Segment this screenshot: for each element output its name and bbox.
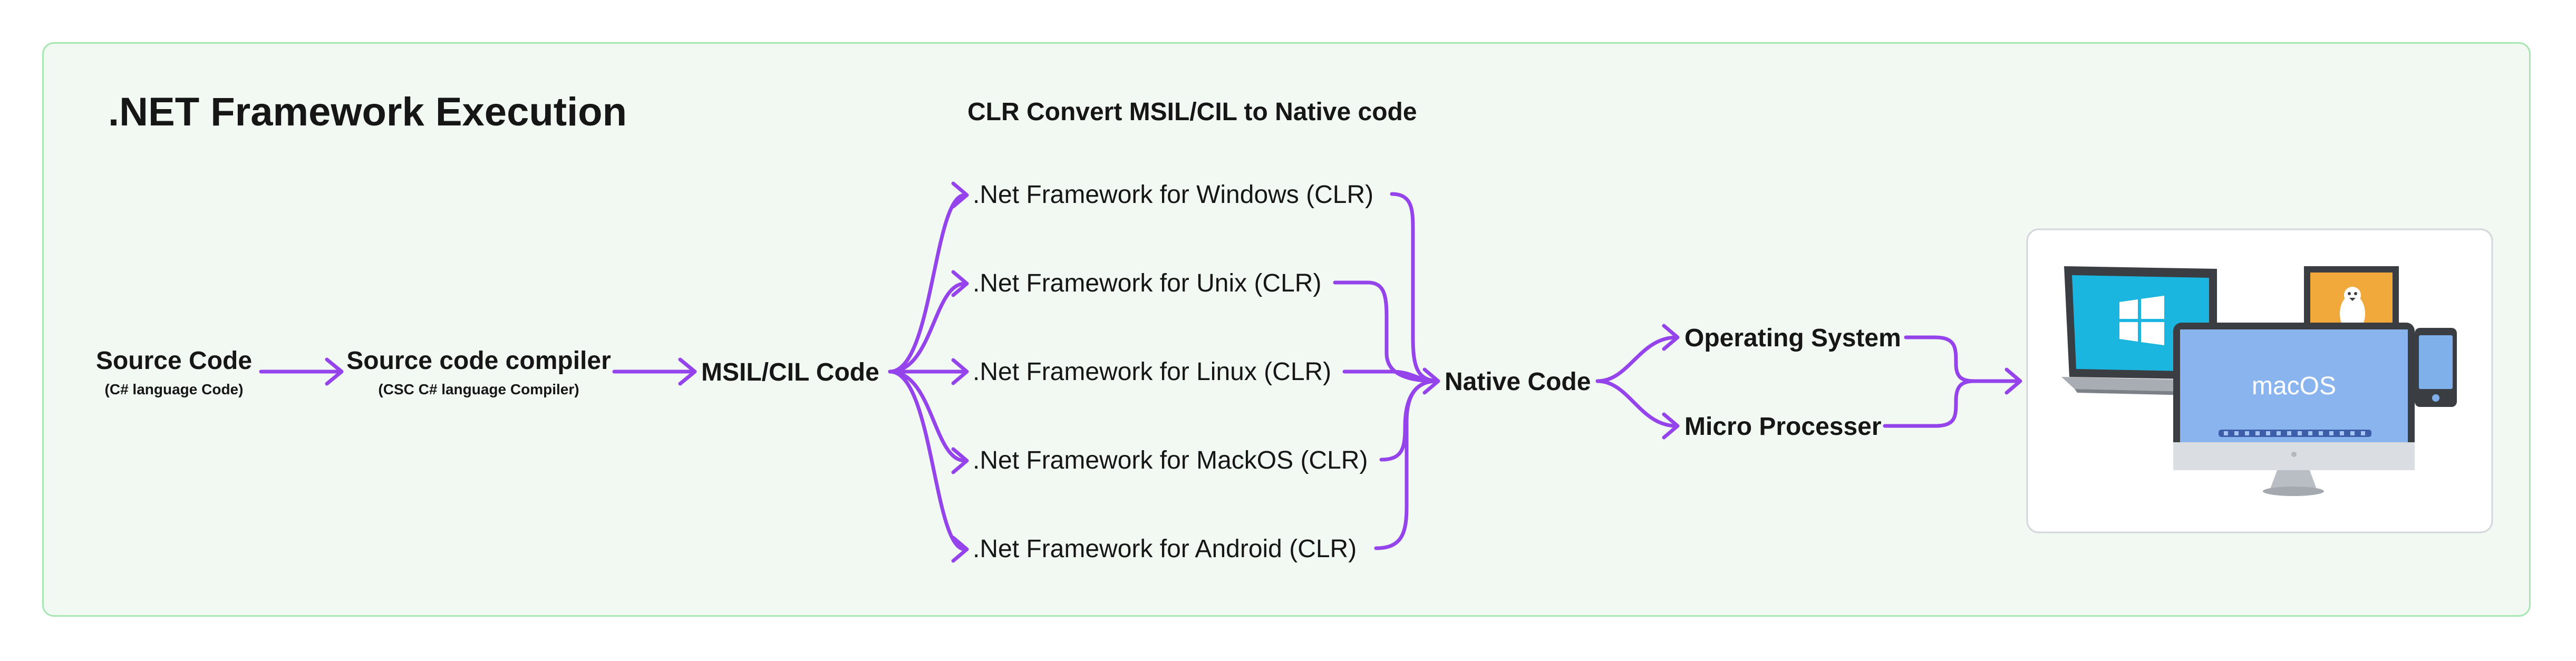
- arrows-native-to-targets: [1595, 324, 1680, 440]
- source-code-label: Source Code: [96, 347, 252, 375]
- arrows-msil-to-frameworks: [888, 181, 969, 563]
- framework-unix: .Net Framework for Unix (CLR): [973, 269, 1321, 297]
- dock-icons: [2224, 431, 2365, 435]
- source-code-sublabel: (C# language Code): [105, 381, 244, 397]
- framework-linux: .Net Framework for Linux (CLR): [973, 358, 1331, 386]
- devices-illustration: macOS: [2026, 228, 2493, 533]
- dock-bar: [2219, 430, 2371, 437]
- phone-device: [2415, 328, 2457, 407]
- mac-screen-label: macOS: [2252, 372, 2336, 400]
- arrows-targets-to-devices: [1883, 335, 2022, 428]
- windows-logo-icon: [2119, 296, 2164, 345]
- imac-device: macOS: [2173, 323, 2415, 496]
- msil-label: MSIL/CIL Code: [701, 358, 879, 386]
- diagram-title: .NET Framework Execution: [108, 90, 627, 134]
- micro-processer-label: Micro Processer: [1684, 413, 1882, 441]
- clr-heading: CLR Convert MSIL/CIL to Native code: [967, 98, 1417, 126]
- framework-mackos: .Net Framework for MackOS (CLR): [973, 446, 1368, 474]
- compiler-sublabel: (CSC C# language Compiler): [378, 381, 579, 397]
- arrow-source-to-compiler: [259, 357, 344, 386]
- arrow-compiler-to-msil: [612, 357, 697, 386]
- operating-system-label: Operating System: [1684, 324, 1901, 352]
- framework-windows: .Net Framework for Windows (CLR): [973, 181, 1373, 209]
- framework-android: .Net Framework for Android (CLR): [973, 535, 1357, 563]
- arrows-frameworks-to-native: [1333, 192, 1440, 550]
- native-code-label: Native Code: [1445, 368, 1591, 396]
- compiler-label: Source code compiler: [346, 347, 611, 375]
